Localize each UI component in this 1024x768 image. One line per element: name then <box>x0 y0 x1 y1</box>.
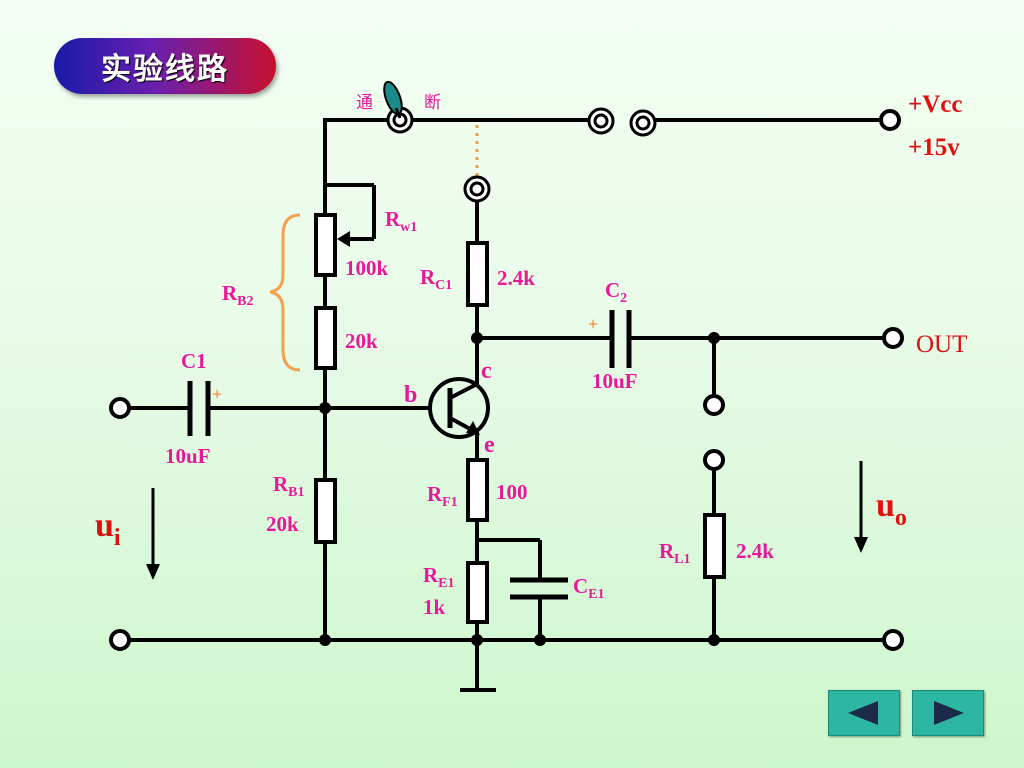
c2-value: 10uF <box>592 369 638 393</box>
supply-jack-right <box>629 109 657 137</box>
c2-label: C2 <box>605 278 627 306</box>
input-ground-terminal <box>109 629 131 651</box>
title-banner: 实验线路 <box>54 38 276 94</box>
rb1-label: RB1 <box>273 472 305 500</box>
re1-label: RE1 <box>423 563 455 591</box>
rf1-label: RF1 <box>427 482 458 510</box>
triangle-right-icon <box>934 701 964 725</box>
supply-jack-left <box>587 107 615 135</box>
rf1-resistor <box>466 458 489 522</box>
c1-value: 10uF <box>165 444 211 468</box>
vcc-voltage-label: +15v <box>908 134 960 161</box>
transistor-emitter-label: e <box>484 432 495 458</box>
wires <box>130 118 882 692</box>
output-ground-terminal <box>882 629 904 651</box>
c1-polarity-mark: + <box>212 384 222 404</box>
out-terminal <box>882 327 904 349</box>
load-open-terminal-bottom <box>703 449 725 471</box>
rl1-resistor <box>703 513 726 579</box>
c1-label: C1 <box>181 349 207 373</box>
re1-resistor <box>466 561 489 624</box>
input-terminal <box>109 397 131 419</box>
capacitors <box>187 310 632 600</box>
vcc-terminal <box>879 109 901 131</box>
rc1-label: RC1 <box>420 265 452 293</box>
npn-transistor <box>428 377 490 439</box>
rw1-value: 100k <box>345 256 389 280</box>
rb1-resistor <box>314 478 337 544</box>
out-label: OUT <box>916 331 967 358</box>
toggle-switch-lever-icon <box>383 80 403 119</box>
ce1-label: CE1 <box>573 574 605 602</box>
rw1-resistor <box>314 213 337 277</box>
c2-polarity-mark: + <box>588 314 598 334</box>
rl1-value: 2.4k <box>736 539 774 563</box>
junction-dots <box>319 332 720 646</box>
next-slide-button[interactable] <box>912 690 984 736</box>
rb1-value: 20k <box>266 512 299 536</box>
jacks <box>386 106 657 203</box>
rb2-resistor <box>314 306 337 370</box>
emitter-arrow-icon <box>466 421 480 435</box>
resistors <box>314 213 726 624</box>
rw1-label: Rw1 <box>385 207 417 235</box>
re1-value: 1k <box>423 595 446 619</box>
output-signal-arrow-icon <box>854 461 868 553</box>
output-signal-label: uo <box>876 487 907 531</box>
input-signal-arrow-icon <box>146 488 160 580</box>
collector-jack <box>463 175 491 203</box>
rf1-value: 100 <box>496 480 528 504</box>
wiper-arrow-icon <box>337 231 374 247</box>
rl1-label: RL1 <box>659 539 691 567</box>
vcc-label: +Vcc <box>908 91 963 118</box>
switch-off-label: 断 <box>424 93 441 113</box>
transistor-collector-label: c <box>481 358 492 384</box>
rb2-brace <box>269 213 301 372</box>
triangle-left-icon <box>848 701 878 725</box>
load-open-terminal-top <box>703 394 725 416</box>
input-signal-label: ui <box>95 507 121 551</box>
rb2-label: RB2 <box>222 281 254 309</box>
page-title: 实验线路 <box>101 52 229 87</box>
rb2-value: 20k <box>345 329 378 353</box>
transistor-base-label: b <box>404 382 417 408</box>
rc1-value: 2.4k <box>497 266 535 290</box>
terminals <box>109 109 904 651</box>
switch-on-label: 通 <box>356 93 373 113</box>
rc1-resistor <box>466 241 489 307</box>
previous-slide-button[interactable] <box>828 690 900 736</box>
